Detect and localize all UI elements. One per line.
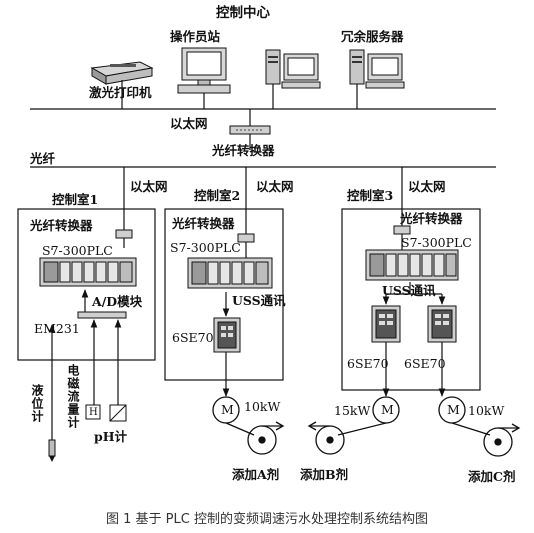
- server-icon: [265, 49, 321, 89]
- motor-b-label: M: [381, 402, 394, 417]
- room1-label: 控制室1: [52, 192, 99, 207]
- room2-label: 控制室2: [194, 188, 241, 203]
- switch-icon: [237, 233, 255, 243]
- ethernet-top-label: 以太网: [170, 116, 208, 131]
- inverter-icon: [427, 305, 457, 343]
- room3-box: [341, 208, 481, 391]
- drive-2-label: 6SE70: [172, 330, 214, 345]
- figure-caption: 图 1 基于 PLC 控制的变频调速污水处理控制系统结构图: [106, 512, 428, 527]
- room1-links: [51, 167, 125, 250]
- level-meter-label: 液位计: [30, 384, 44, 423]
- room1-box: [17, 208, 156, 361]
- motor-c-label: M: [447, 402, 460, 417]
- pump-icon: [307, 421, 387, 455]
- fiber-label: 光纤: [30, 151, 56, 166]
- ethernet-3-label: 以太网: [408, 179, 446, 194]
- drive-3a-label: 6SE70: [347, 356, 389, 371]
- lan-drops: [30, 80, 496, 168]
- uss-3-label: USS通讯: [382, 283, 436, 298]
- room2-box: [164, 208, 284, 381]
- ethernet-2-label: 以太网: [256, 179, 294, 194]
- room3-plc-label: S7-300PLC: [401, 235, 472, 250]
- ph-sensor-icon: [109, 404, 127, 422]
- room2-links: [222, 167, 247, 397]
- plc-rack-icon: [187, 257, 273, 289]
- drive-3b-label: 6SE70: [404, 356, 446, 371]
- room3-links: [382, 167, 446, 397]
- computer-icon: [177, 47, 231, 94]
- flow-meter-label: 电磁流量计: [66, 364, 80, 429]
- pump-icon: [225, 421, 285, 455]
- switch-icon: [229, 125, 271, 135]
- room1-plc-label: S7-300PLC: [42, 243, 113, 258]
- pump-a-label: 添加A剂: [232, 467, 280, 482]
- pump-b-label: 添加B剂: [300, 467, 349, 482]
- switch-icon: [393, 225, 411, 235]
- server-icon: [349, 49, 405, 89]
- room1-converter-label: 光纤转换器: [30, 218, 93, 233]
- h-box-label: H: [89, 407, 98, 418]
- level-meter-icon: [48, 439, 56, 462]
- em231-label: EM231: [34, 321, 80, 336]
- power-b-label: 15kW: [334, 403, 371, 418]
- ad-module-icon: [77, 311, 127, 319]
- operator-station-label: 操作员站: [170, 29, 221, 44]
- inverter-icon: [213, 317, 241, 353]
- pump-c-label: 添加C剂: [468, 469, 516, 484]
- room1-signal-lines: [48, 319, 122, 460]
- power-a-label: 10kW: [244, 399, 281, 414]
- ethernet-1-label: 以太网: [130, 179, 168, 194]
- plc-rack-icon: [365, 249, 459, 281]
- room3-converter-label: 光纤转换器: [400, 211, 463, 226]
- room2-plc-label: S7-300PLC: [170, 240, 241, 255]
- control-center-label: 控制中心: [216, 5, 270, 21]
- plc-rack-icon: [39, 257, 137, 287]
- motor-a-label: M: [221, 402, 234, 417]
- printer-icon: [90, 61, 154, 85]
- pump-icon: [451, 422, 521, 457]
- uss-2-label: USS通讯: [232, 293, 286, 308]
- laser-printer-label: 激光打印机: [89, 85, 152, 100]
- room2-converter-label: 光纤转换器: [172, 216, 235, 231]
- ad-module-label: A/D模块: [92, 294, 143, 309]
- room3-label: 控制室3: [347, 188, 394, 203]
- flow-sensor-icon: [85, 404, 101, 420]
- power-c-label: 10kW: [468, 403, 505, 418]
- fiber-converter-main-label: 光纤转换器: [212, 143, 275, 158]
- ph-meter-label: pH计: [94, 429, 128, 444]
- inverter-icon: [371, 305, 401, 343]
- redundant-server-label: 冗余服务器: [341, 29, 404, 44]
- switch-icon: [115, 229, 133, 239]
